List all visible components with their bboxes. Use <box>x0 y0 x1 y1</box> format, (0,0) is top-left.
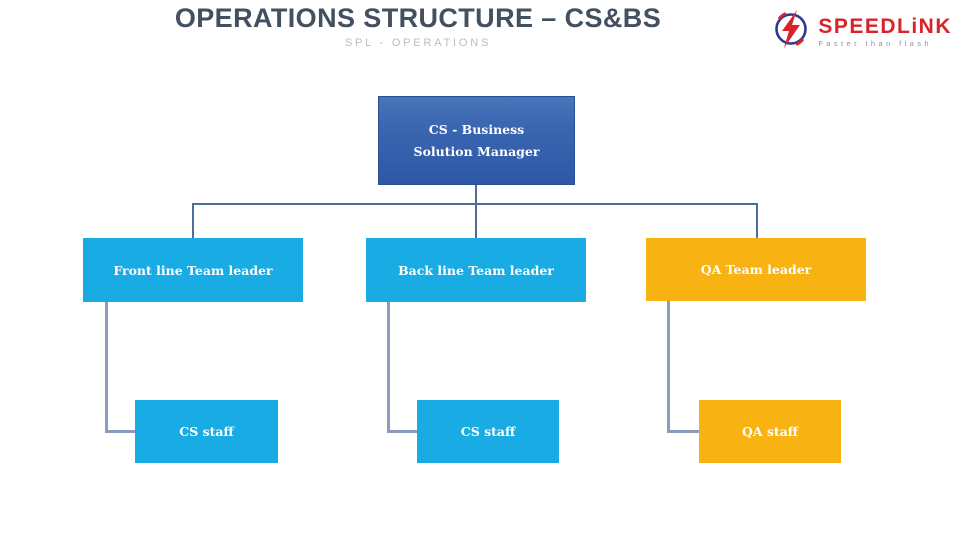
connector-drop-backline <box>475 203 477 238</box>
connector-drop-qa <box>756 203 758 238</box>
elbow-backline-to-staff-horizontal <box>387 430 418 433</box>
elbow-qa-to-staff-horizontal <box>667 430 700 433</box>
elbow-qa-to-staff-vertical <box>667 300 670 433</box>
slide-subtitle: SPL - OPERATIONS <box>344 37 492 49</box>
elbow-frontline-to-staff-horizontal <box>105 430 136 433</box>
elbow-frontline-to-staff-vertical <box>105 302 108 433</box>
org-node-qa-team-leader: QA Team leader <box>646 238 866 301</box>
logo-tagline: Faster than flash <box>818 38 932 48</box>
connector-drop-frontline <box>192 203 194 238</box>
logo-brand-name: SPEEDLiNK <box>818 14 952 38</box>
org-node-cs-staff-backline: CS staff <box>417 400 559 463</box>
org-node-back-line-team-leader: Back line Team leader <box>366 238 586 302</box>
connector-root-stub <box>475 185 477 205</box>
org-node-qa-staff: QA staff <box>699 400 841 463</box>
lightning-bolt-circle-icon <box>769 7 813 56</box>
speedlink-logo: SPEEDLiNK Faster than flash <box>769 7 952 56</box>
slide-title: OPERATIONS STRUCTURE – CS&BS <box>174 3 662 33</box>
org-node-cs-staff-frontline: CS staff <box>135 400 278 463</box>
elbow-backline-to-staff-vertical <box>387 302 390 433</box>
org-node-cs-business-solution-manager: CS - Business Solution Manager <box>378 96 575 185</box>
logo-text: SPEEDLiNK Faster than flash <box>818 14 952 48</box>
org-node-front-line-team-leader: Front line Team leader <box>83 238 303 302</box>
